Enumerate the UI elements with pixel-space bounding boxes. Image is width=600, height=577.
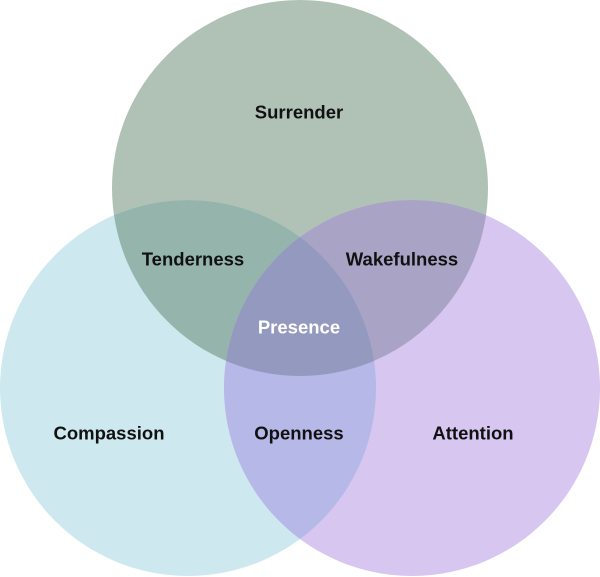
label-presence: Presence (258, 317, 340, 338)
label-compassion: Compassion (53, 423, 164, 444)
label-surrender: Surrender (255, 102, 343, 123)
overlap-presence-region (224, 200, 376, 376)
label-wakefulness: Wakefulness (346, 249, 458, 270)
label-attention: Attention (432, 423, 513, 444)
label-tenderness: Tenderness (142, 249, 244, 270)
label-openness: Openness (254, 423, 343, 444)
